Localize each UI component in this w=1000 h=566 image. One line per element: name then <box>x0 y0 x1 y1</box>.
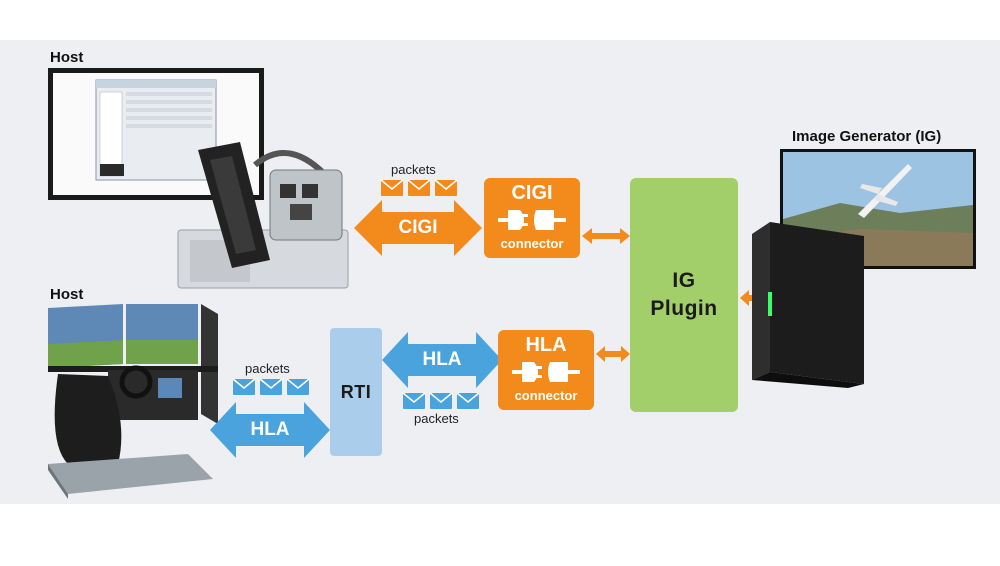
ig-plugin-line1: IG <box>672 269 696 292</box>
hla-upper-double-arrow <box>382 332 502 388</box>
cigi-connector-box: CIGI connector <box>484 178 580 258</box>
server-tower-icon <box>752 222 864 388</box>
host-bottom-label: Host <box>50 286 84 303</box>
cigi-connector-sub: connector <box>500 236 564 251</box>
rti-box: RTI <box>330 328 382 456</box>
image-generator-label: Image Generator (IG) <box>792 128 942 145</box>
envelope-icon <box>380 179 458 196</box>
hla-left-packets-label: packets <box>245 361 290 376</box>
host-top-label: Host <box>50 49 84 66</box>
hla-connector-box: HLA connector <box>498 330 594 410</box>
hla-upper-arrow-label: HLA <box>422 349 462 370</box>
monitor-icon <box>48 68 264 200</box>
airplane-icon <box>858 164 912 218</box>
envelope-icon <box>232 378 310 395</box>
cigi-plugin-arrow <box>582 228 630 244</box>
hla-connector-sub: connector <box>514 388 578 403</box>
ig-plugin-line2: Plugin <box>650 297 718 320</box>
envelope-icon <box>402 392 480 409</box>
hla-lower-double-arrow <box>210 402 330 458</box>
hla-connector-title: HLA <box>525 334 567 356</box>
cockpit-simulator-icon <box>177 142 349 289</box>
hla-lower-arrow-label: HLA <box>250 419 290 440</box>
cigi-double-arrow <box>354 200 482 256</box>
hla-plugin-arrow <box>596 346 630 362</box>
hla-right-packets-label: packets <box>414 411 459 426</box>
rti-label: RTI <box>340 381 372 402</box>
plug-icon <box>512 362 580 382</box>
ig-plugin-box: IG Plugin <box>630 178 738 412</box>
cigi-arrow-label: CIGI <box>398 217 438 238</box>
cigi-packets-label: packets <box>391 162 436 177</box>
cigi-connector-title: CIGI <box>511 182 553 204</box>
driving-simulator-icon <box>48 304 218 499</box>
plug-icon <box>498 210 566 230</box>
